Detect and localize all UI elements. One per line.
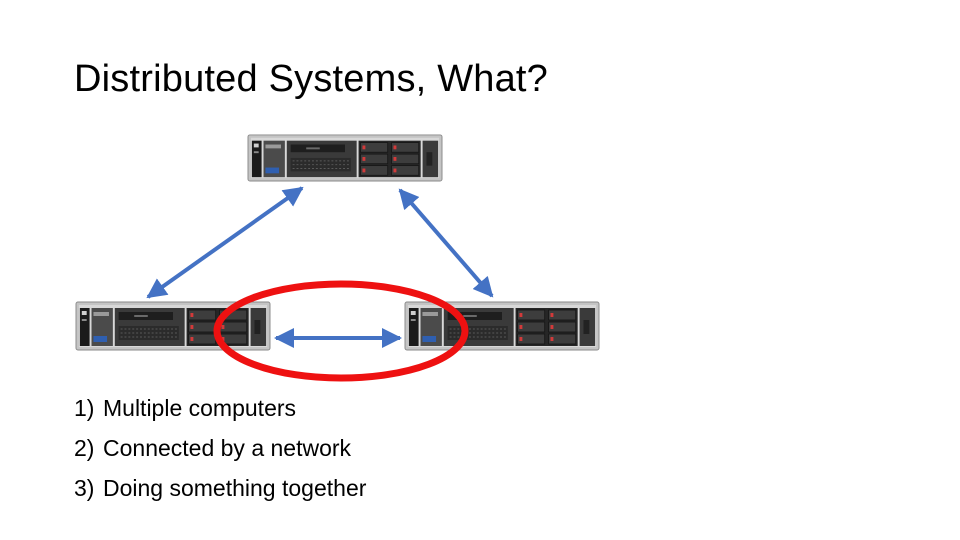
- list-number: 3): [74, 475, 95, 501]
- highlight-circle: [213, 280, 469, 382]
- rack-server-icon: [404, 301, 600, 351]
- rack-server-icon: [75, 301, 271, 351]
- points-list: 1) Multiple computers 2) Connected by a …: [74, 388, 366, 508]
- list-item: 3) Doing something together: [74, 468, 366, 508]
- list-text: Connected by a network: [103, 435, 352, 461]
- list-number: 2): [74, 435, 95, 461]
- list-number: 1): [74, 395, 95, 421]
- link-top-to-right-arrow: [398, 188, 494, 298]
- link-top-to-left-arrow: [146, 186, 304, 299]
- list-item: 2) Connected by a network: [74, 428, 366, 468]
- list-item: 1) Multiple computers: [74, 388, 366, 428]
- list-text: Doing something together: [103, 475, 367, 501]
- slide-title: Distributed Systems, What?: [74, 58, 549, 100]
- rack-server-icon: [247, 134, 443, 182]
- list-text: Multiple computers: [103, 395, 297, 421]
